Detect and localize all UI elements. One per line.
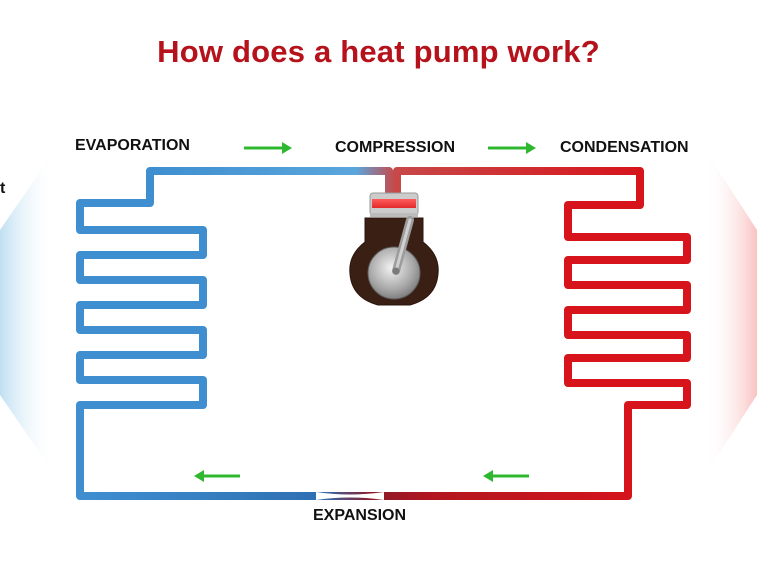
- compressor-icon: [349, 192, 439, 306]
- evaporation-label: EVAPORATION: [75, 137, 190, 154]
- green-arrow-icon: [483, 470, 529, 482]
- green-arrow-icon: [194, 470, 240, 482]
- diagram-title: How does a heat pump work?: [157, 34, 600, 69]
- top-pipe: [146, 167, 644, 200]
- expansion-label: EXPANSION: [313, 507, 407, 524]
- left-edge-label: t: [0, 180, 6, 197]
- green-arrow-icon: [488, 142, 536, 154]
- green-arrow-icon: [244, 142, 292, 154]
- compression-label: COMPRESSION: [335, 139, 456, 156]
- expansion-valve: [316, 492, 384, 500]
- hot-side-glow: [705, 150, 757, 475]
- evaporator-coil: [76, 171, 207, 499]
- condensation-label: CONDENSATION: [560, 139, 689, 156]
- condenser-coil: [564, 171, 691, 499]
- cold-side-glow: [0, 150, 55, 475]
